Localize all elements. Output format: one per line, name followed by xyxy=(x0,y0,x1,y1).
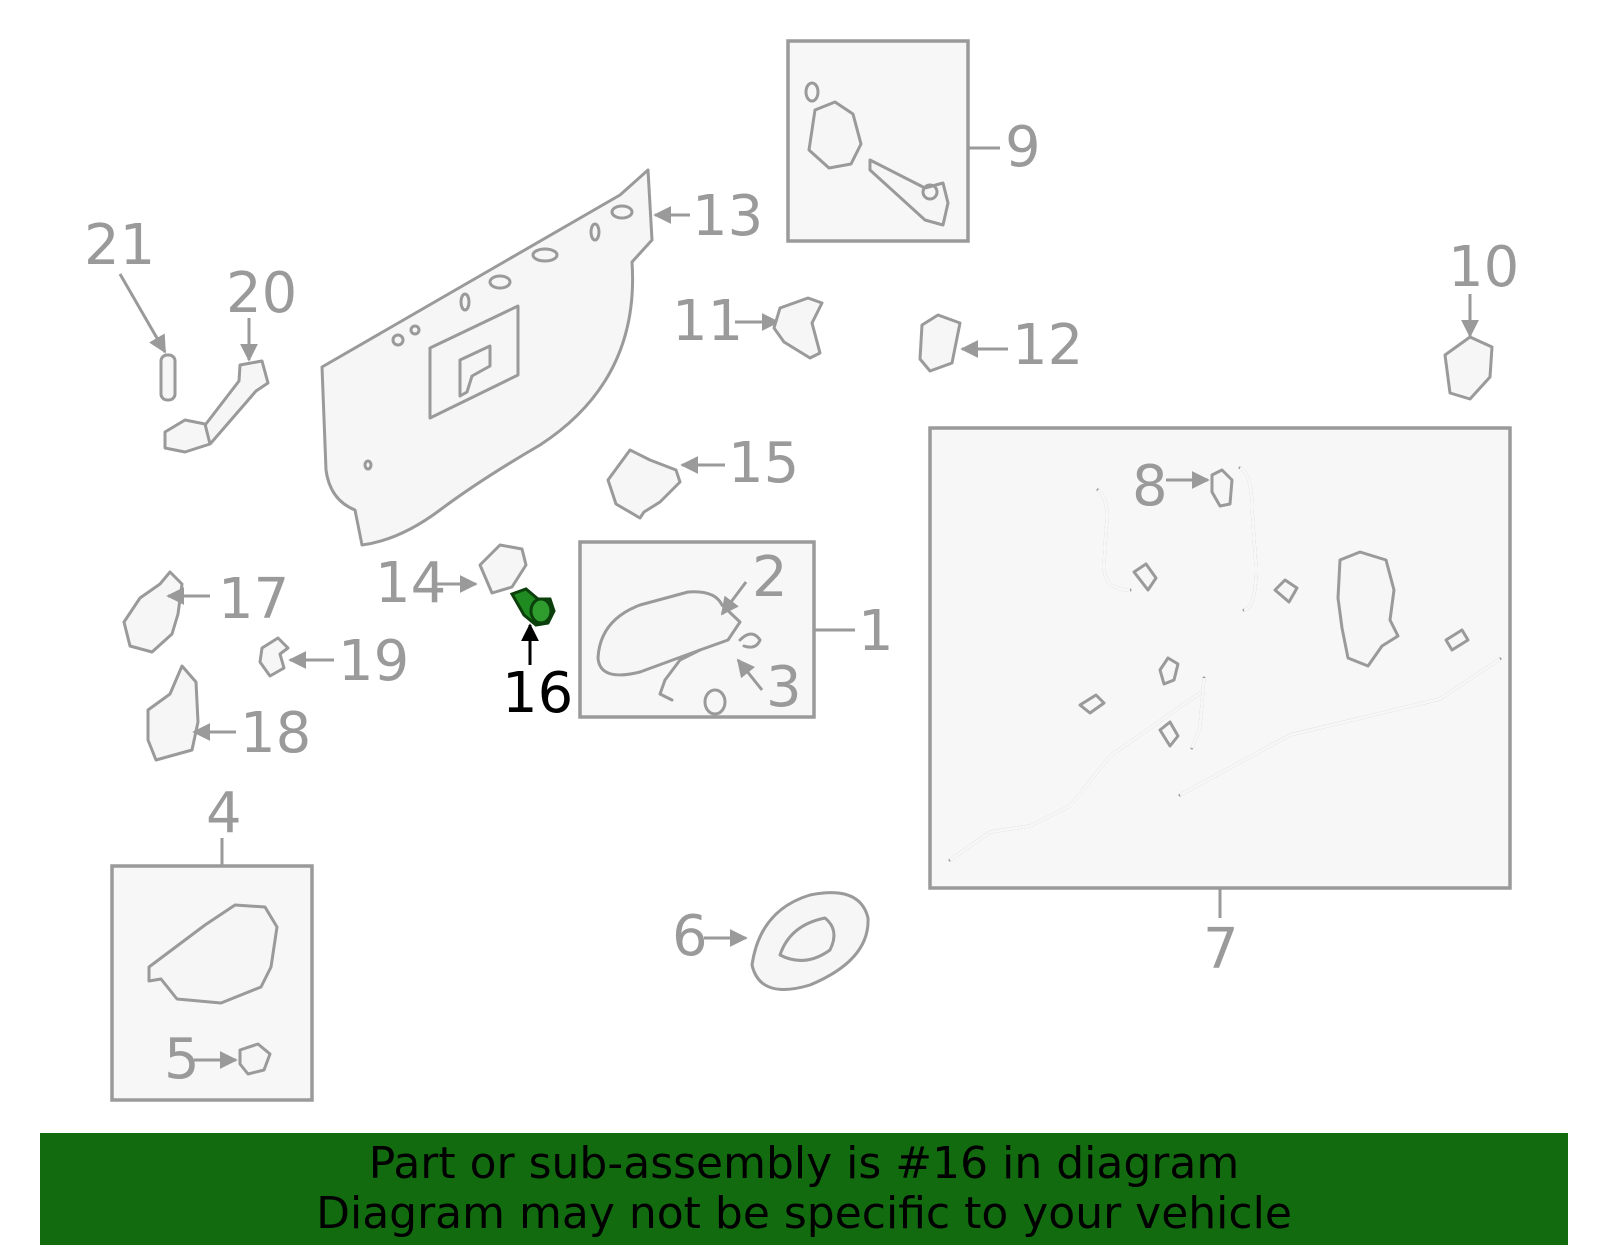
part-4-group: 4 5 xyxy=(110,781,314,1102)
leader-21 xyxy=(118,273,167,354)
clip-19-part xyxy=(258,636,290,678)
callout-4: 4 xyxy=(206,781,242,846)
lock-cylinder-part xyxy=(807,100,863,170)
callout-10: 10 xyxy=(1448,235,1519,300)
hinge-18-part xyxy=(146,664,200,762)
part-20-group: 20 xyxy=(163,261,297,454)
clip-14-part xyxy=(478,543,528,595)
bumper-12-part xyxy=(918,313,962,373)
callout-21: 21 xyxy=(84,213,155,278)
part-16-group: 16 xyxy=(502,587,573,726)
callout-5: 5 xyxy=(164,1027,200,1092)
rod-clip xyxy=(1273,578,1299,604)
part-19-group: 19 xyxy=(258,629,409,694)
callout-13: 13 xyxy=(692,184,763,249)
callout-11: 11 xyxy=(672,289,743,354)
panel-hole xyxy=(531,247,559,263)
part-6-group: 6 xyxy=(672,891,870,991)
inside-handle-lever xyxy=(778,916,836,962)
door-panel-part xyxy=(320,168,654,547)
info-banner: Part or sub-assembly is #16 in diagram D… xyxy=(40,1133,1568,1245)
key-part xyxy=(868,158,950,227)
part-11-group: 11 xyxy=(672,289,824,360)
rod-lower-right-inner xyxy=(1179,657,1501,797)
callout-8: 8 xyxy=(1132,454,1168,519)
rod-short-inner xyxy=(1190,677,1206,749)
part-10-group: 10 xyxy=(1443,235,1519,401)
outside-handle-part xyxy=(596,590,742,677)
panel-hole xyxy=(589,222,601,242)
inside-handle-part xyxy=(750,891,870,991)
callout-6: 6 xyxy=(672,904,708,969)
callout-7: 7 xyxy=(1203,917,1239,982)
part-12-group: 12 xyxy=(918,313,1083,378)
rod-upper-left-inner xyxy=(1096,488,1131,592)
callout-18: 18 xyxy=(240,701,311,766)
rod-clip xyxy=(1078,693,1106,715)
key-ring-hole xyxy=(921,183,939,201)
callout-16: 16 xyxy=(502,661,573,726)
lock-cylinder-cap xyxy=(804,81,820,103)
rod-upper-right-inner xyxy=(1239,466,1258,612)
bracket-17-part xyxy=(122,570,184,654)
callout-17: 17 xyxy=(218,567,289,632)
highlighted-part-16-head xyxy=(529,597,553,625)
leader-3 xyxy=(736,658,764,691)
handle-bracket-15-part xyxy=(606,448,682,520)
door-check-part xyxy=(197,359,270,445)
panel-hole xyxy=(610,204,634,220)
rod-clip xyxy=(1444,628,1470,652)
part-9-group: 9 xyxy=(786,39,1041,243)
rod-lower-left-inner xyxy=(949,690,1203,862)
banner-line-1: Part or sub-assembly is #16 in diagram xyxy=(368,1138,1240,1189)
leader-2 xyxy=(720,581,748,616)
part-17-group: 17 xyxy=(122,567,289,654)
callout-15: 15 xyxy=(728,431,799,496)
callout-19: 19 xyxy=(338,629,409,694)
clip-8-part xyxy=(1210,468,1234,508)
panel-hole xyxy=(488,274,512,290)
callout-9: 9 xyxy=(1005,115,1041,180)
callout-3: 3 xyxy=(766,655,802,720)
grommet-5-part xyxy=(238,1042,272,1076)
callout-1: 1 xyxy=(858,599,894,664)
callout-20: 20 xyxy=(226,261,297,326)
hinge-pin-part xyxy=(159,353,177,402)
part-15-group: 15 xyxy=(606,431,799,520)
outside-handle-rod xyxy=(658,648,702,702)
callout-2: 2 xyxy=(752,545,788,610)
rod-clip xyxy=(1158,656,1180,686)
panel-hole xyxy=(391,333,405,347)
callout-12: 12 xyxy=(1012,313,1083,378)
panel-hole xyxy=(459,292,471,312)
door-panel-notch xyxy=(458,344,492,398)
part-7-group: 8 7 xyxy=(928,426,1512,982)
handle-seal xyxy=(703,688,727,716)
handle-spring xyxy=(738,632,762,649)
lock-actuator-part xyxy=(147,903,279,1005)
part-14-group: 14 xyxy=(375,543,528,616)
bracket-11-part xyxy=(772,296,824,360)
door-panel-window xyxy=(428,304,520,420)
rod-clip xyxy=(1132,562,1158,592)
part-13-group: 13 xyxy=(320,168,763,547)
rod-clip xyxy=(1158,720,1180,748)
door-check-bracket xyxy=(163,418,212,454)
part-1-group: 1 2 3 xyxy=(578,540,894,720)
door-latch-part xyxy=(1336,550,1400,668)
part-21-group: 21 xyxy=(84,213,177,402)
striker-10-part xyxy=(1443,335,1494,401)
part-18-group: 18 xyxy=(146,664,311,766)
banner-line-2: Diagram may not be specific to your vehi… xyxy=(316,1188,1292,1239)
panel-hole xyxy=(409,324,421,336)
panel-hole xyxy=(363,459,373,471)
